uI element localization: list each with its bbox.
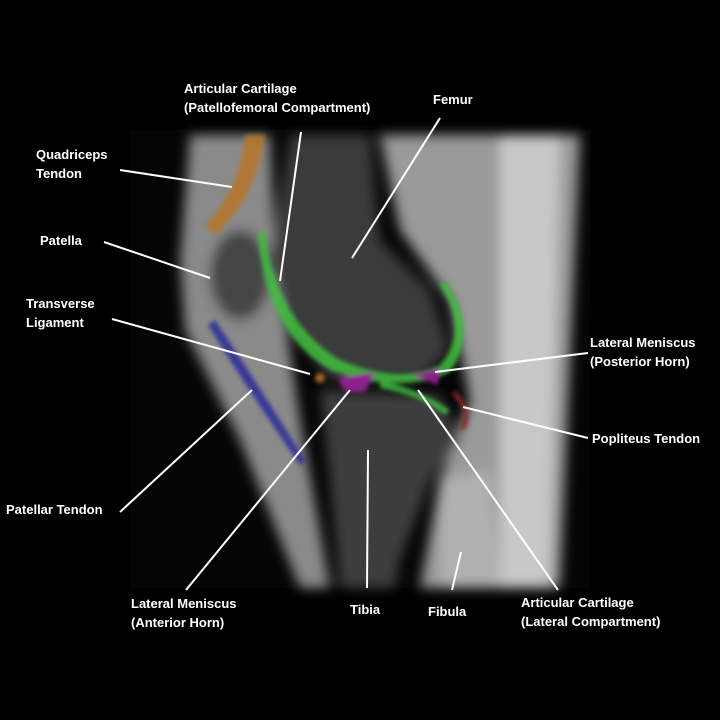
leader-fibula [451,551,462,591]
label-lateral-meniscus-anterior: Lateral Meniscus (Anterior Horn) [131,594,237,632]
label-line: (Patellofemoral Compartment) [184,100,371,115]
leader-lateral-meniscus-posterior [434,352,589,373]
label-line: Articular Cartilage [521,595,634,610]
leader-femur [351,117,441,259]
label-line: (Posterior Horn) [590,354,690,369]
label-lateral-meniscus-posterior: Lateral Meniscus (Posterior Horn) [590,333,696,371]
leader-tibia [366,449,369,589]
label-line: Articular Cartilage [184,81,297,96]
label-articular-cartilage-pf: Articular Cartilage (Patellofemoral Compa… [184,79,370,117]
leader-lines [103,117,589,591]
label-line: Lateral Meniscus [590,335,696,350]
label-popliteus-tendon: Popliteus Tendon [592,431,701,446]
cartilage-overlay [258,230,464,384]
label-line: Transverse [26,296,95,311]
leader-popliteus-tendon [462,406,589,439]
leader-articular-cartilage-lateral [417,389,559,591]
popliteus-overlay [452,390,469,430]
leader-lateral-meniscus-anterior [185,389,351,591]
label-tibia: Tibia [350,602,381,617]
label-line: Tendon [36,166,82,181]
label-line: (Lateral Compartment) [521,614,661,629]
leader-quadriceps-tendon [119,169,233,188]
label-line: (Anterior Horn) [131,615,225,630]
leader-articular-cartilage-pf [279,131,302,282]
quadriceps-tendon-overlay [205,135,265,235]
anterior-horn-overlay [338,372,375,392]
label-patella: Patella [40,233,82,248]
label-patellar-tendon: Patellar Tendon [6,502,103,517]
posterior-horn-overlay [412,368,440,385]
label-line: Ligament [26,315,84,330]
leader-transverse-ligament [111,318,311,375]
label-line: Quadriceps [36,147,108,162]
patellar-tendon-overlay [208,320,305,465]
leader-patellar-tendon [119,389,253,513]
label-femur: Femur [433,92,473,107]
label-line: Lateral Meniscus [131,596,237,611]
label-articular-cartilage-lateral: Articular Cartilage (Lateral Compartment) [521,593,660,631]
leader-patella [103,241,211,279]
label-fibula: Fibula [428,604,467,619]
